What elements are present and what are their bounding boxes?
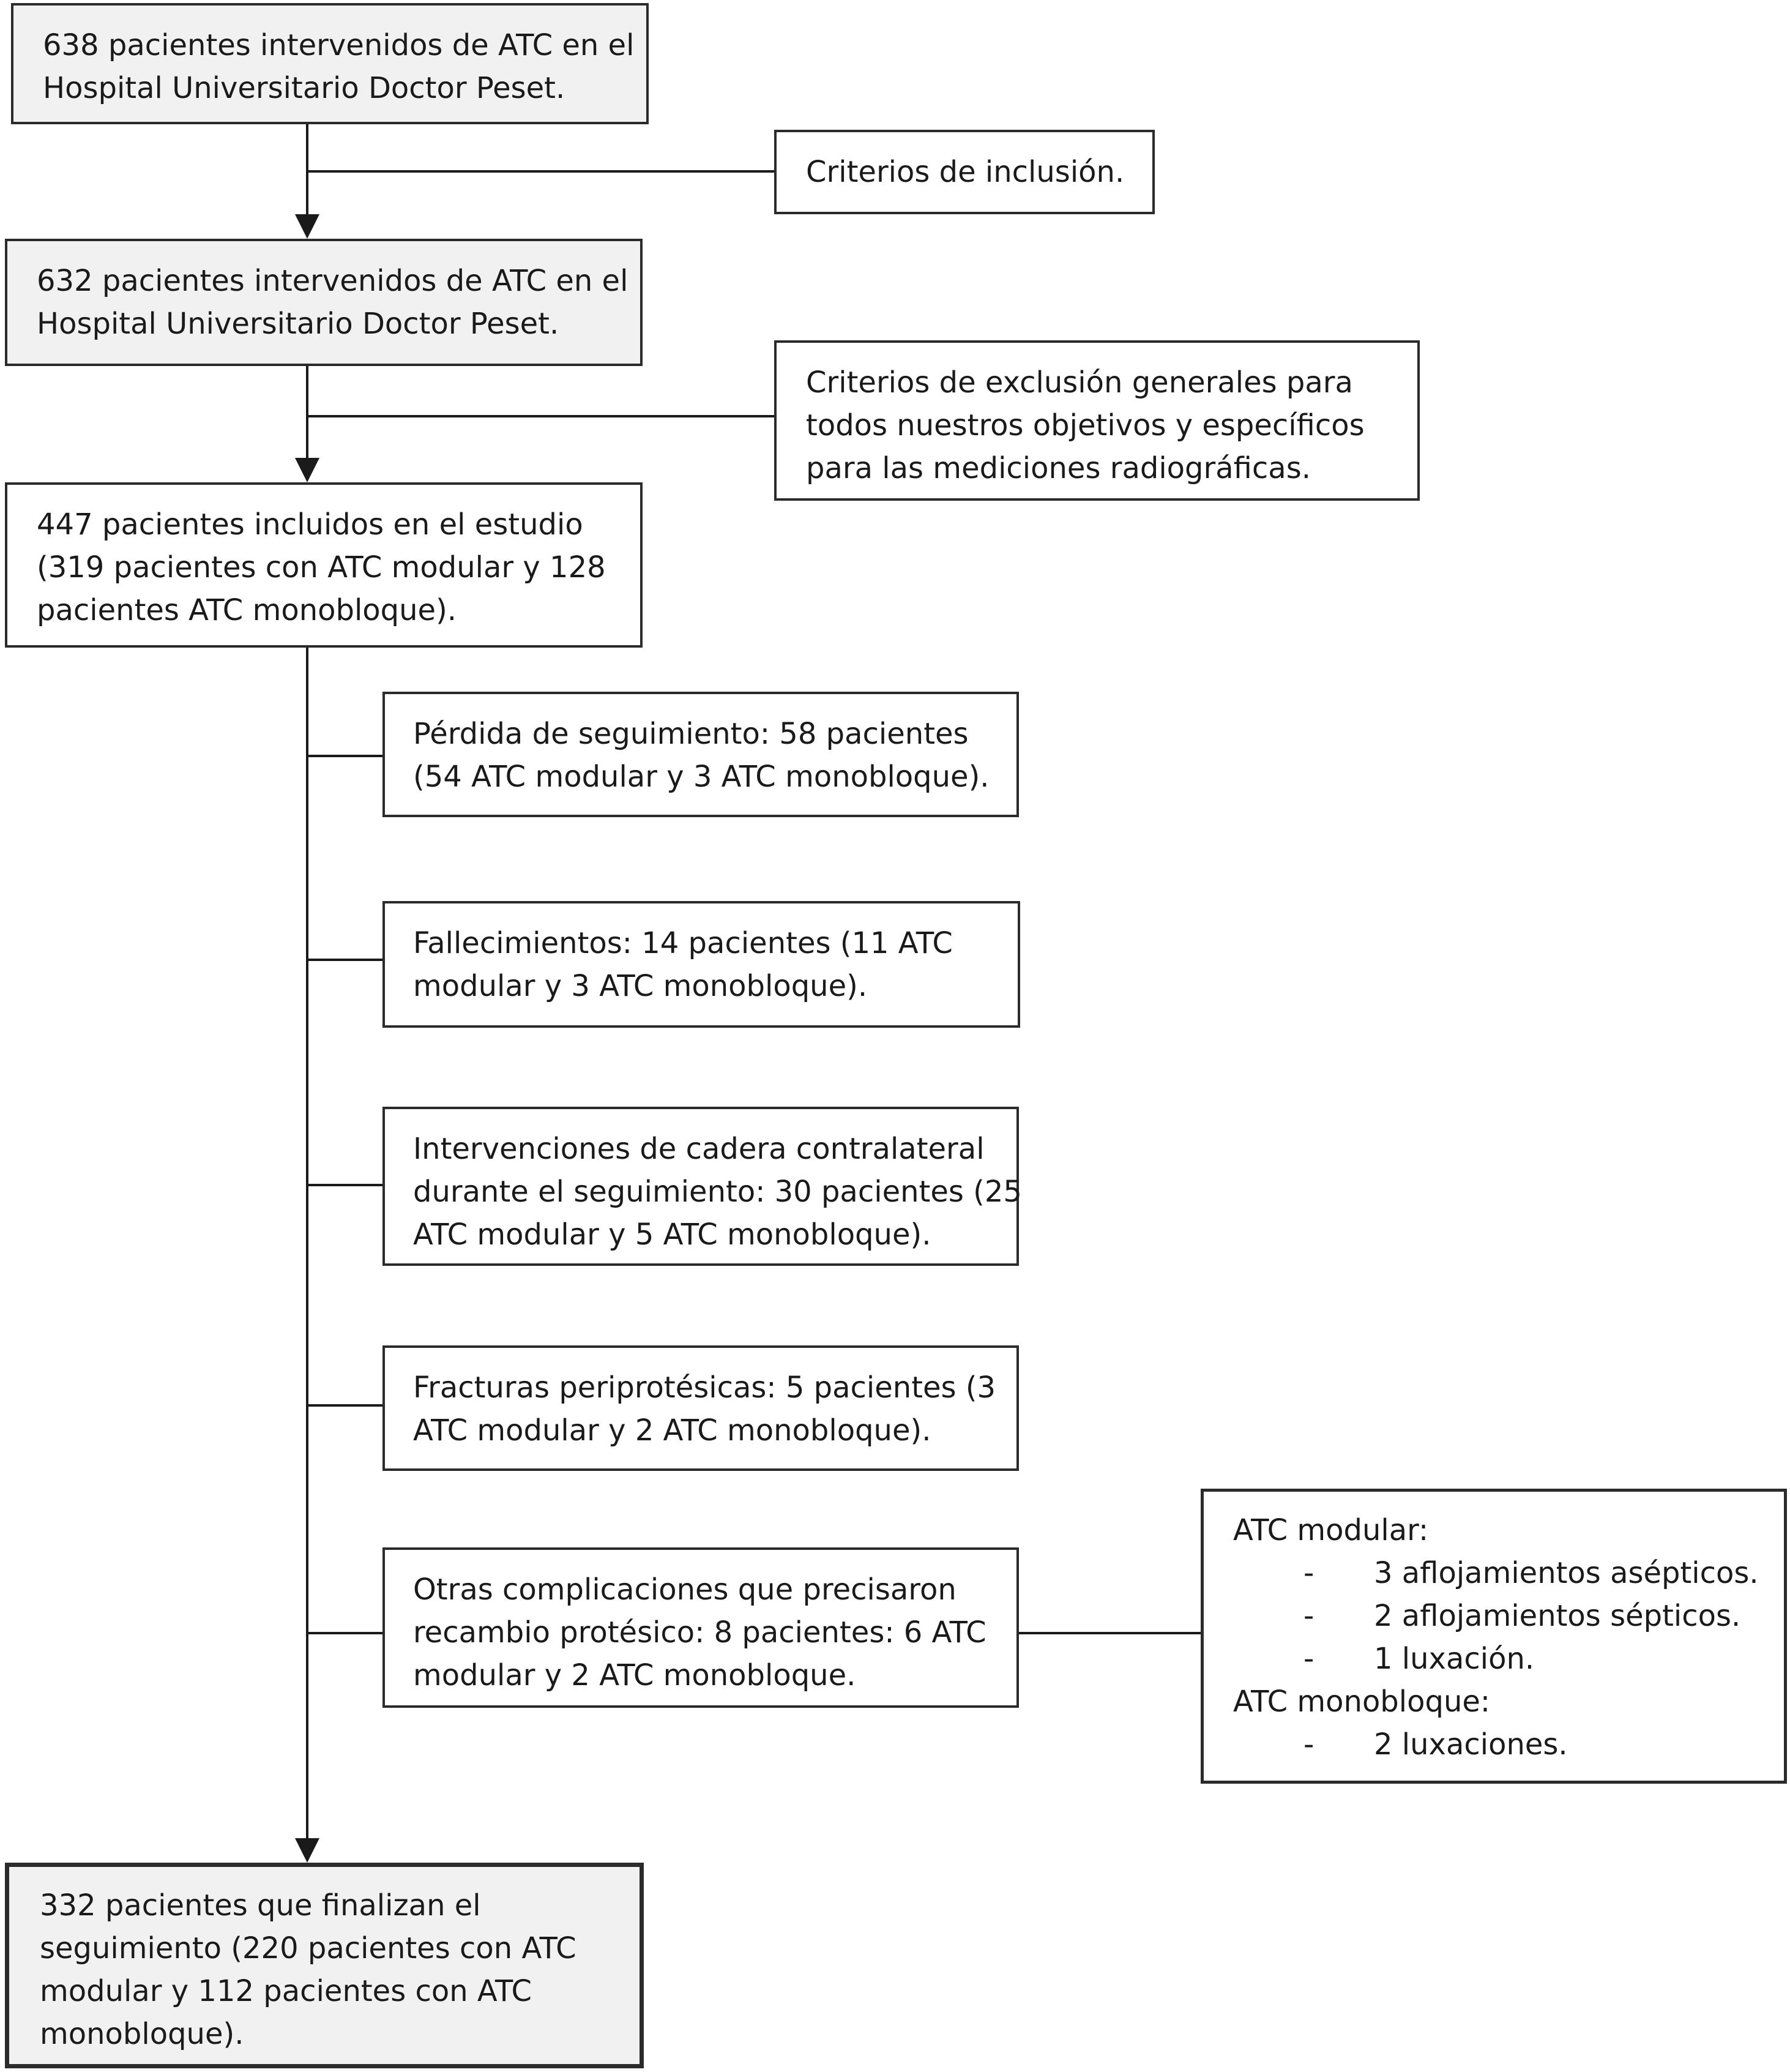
deaths-line-1: Fallecimientos: 14 pacientes (11 ATC bbox=[413, 926, 953, 960]
loss-followup-line-2: (54 ATC modular y 3 ATC monobloque). bbox=[413, 760, 990, 794]
final-line-4: monobloque). bbox=[40, 2017, 244, 2051]
detail-modular-item-text: 3 aflojamientos asépticos. bbox=[1374, 1556, 1759, 1590]
detail-monobloque-item-text: 2 luxaciones. bbox=[1374, 1727, 1568, 1762]
arrowhead-3 bbox=[295, 1838, 319, 1863]
exclusion-line-3: para las mediciones radiográficas. bbox=[806, 451, 1311, 485]
other-complications-line-1: Otras complicaciones que precisaron bbox=[413, 1573, 957, 1607]
complications-detail-box: ATC modular: - 3 aflojamientos asépticos… bbox=[1201, 1489, 1787, 1784]
contralateral-line-1: Intervenciones de cadera contralateral bbox=[413, 1132, 985, 1166]
detail-modular-item: - 3 aflojamientos asépticos. bbox=[1233, 1552, 1784, 1595]
initial-line-2: Hospital Universitario Doctor Peset. bbox=[43, 71, 565, 105]
contralateral-line-3: ATC modular y 5 ATC monobloque). bbox=[413, 1217, 931, 1252]
detail-modular-heading: ATC modular: bbox=[1233, 1513, 1429, 1547]
after-inclusion-line-1: 632 pacientes intervenidos de ATC en el bbox=[37, 264, 628, 298]
contralateral-line-2: durante el seguimiento: 30 pacientes (25 bbox=[413, 1175, 1022, 1209]
inclusion-line-1: Criterios de inclusión. bbox=[806, 155, 1125, 189]
other-complications-line-3: modular y 2 ATC monobloque. bbox=[413, 1658, 856, 1692]
exclusion-line-2: todos nuestros objetivos y específicos bbox=[806, 408, 1365, 443]
detail-modular-item: - 1 luxación. bbox=[1233, 1637, 1784, 1680]
detail-modular-item-text: 2 aflojamientos sépticos. bbox=[1374, 1599, 1741, 1633]
detail-modular-item-text: 1 luxación. bbox=[1374, 1642, 1535, 1676]
included-line-1: 447 pacientes incluidos en el estudio bbox=[37, 507, 583, 542]
final-line-2: seguimiento (220 pacientes con ATC bbox=[40, 1931, 576, 1965]
deaths-line-2: modular y 3 ATC monobloque). bbox=[413, 969, 868, 1003]
deaths-box: Fallecimientos: 14 pacientes (11 ATC mod… bbox=[382, 901, 1020, 1028]
bullet-dash: - bbox=[1303, 1727, 1315, 1762]
loss-followup-box: Pérdida de seguimiento: 58 pacientes (54… bbox=[382, 692, 1019, 817]
final-patients-box: 332 pacientes que finalizan el seguimien… bbox=[5, 1863, 644, 2068]
loss-followup-line-1: Pérdida de seguimiento: 58 pacientes bbox=[413, 717, 969, 751]
fractures-box: Fracturas periprotésicas: 5 pacientes (3… bbox=[382, 1345, 1019, 1471]
final-line-1: 332 pacientes que finalizan el bbox=[40, 1888, 481, 1923]
other-complications-line-2: recambio protésico: 8 pacientes: 6 ATC bbox=[413, 1615, 986, 1650]
after-inclusion-box: 632 pacientes intervenidos de ATC en el … bbox=[5, 239, 643, 366]
initial-patients-box: 638 pacientes intervenidos de ATC en el … bbox=[11, 3, 649, 124]
detail-monobloque-heading: ATC monobloque: bbox=[1233, 1685, 1491, 1719]
contralateral-box: Intervenciones de cadera contralateral d… bbox=[382, 1107, 1022, 1266]
initial-line-1: 638 pacientes intervenidos de ATC en el bbox=[43, 28, 635, 62]
bullet-dash: - bbox=[1303, 1642, 1315, 1676]
after-inclusion-line-2: Hospital Universitario Doctor Peset. bbox=[37, 307, 559, 341]
fractures-line-1: Fracturas periprotésicas: 5 pacientes (3 bbox=[413, 1371, 996, 1405]
arrowhead-2 bbox=[295, 458, 319, 482]
detail-modular-item: - 2 aflojamientos sépticos. bbox=[1233, 1595, 1784, 1637]
included-patients-box: 447 pacientes incluidos en el estudio (3… bbox=[5, 482, 643, 648]
detail-monobloque-item: - 2 luxaciones. bbox=[1233, 1723, 1784, 1766]
final-line-3: modular y 112 pacientes con ATC bbox=[40, 1974, 532, 2008]
other-complications-box: Otras complicaciones que precisaron reca… bbox=[382, 1547, 1019, 1708]
exclusion-line-1: Criterios de exclusión generales para bbox=[806, 365, 1353, 400]
fractures-line-2: ATC modular y 2 ATC monobloque). bbox=[413, 1413, 931, 1448]
included-line-2: (319 pacientes con ATC modular y 128 bbox=[37, 550, 606, 585]
bullet-dash: - bbox=[1303, 1599, 1315, 1633]
arrowhead-1 bbox=[295, 214, 319, 239]
exclusion-criteria-box: Criterios de exclusión generales para to… bbox=[774, 340, 1420, 501]
bullet-dash: - bbox=[1303, 1556, 1315, 1590]
included-line-3: pacientes ATC monobloque). bbox=[37, 593, 457, 627]
inclusion-criteria-box: Criterios de inclusión. bbox=[774, 130, 1155, 214]
